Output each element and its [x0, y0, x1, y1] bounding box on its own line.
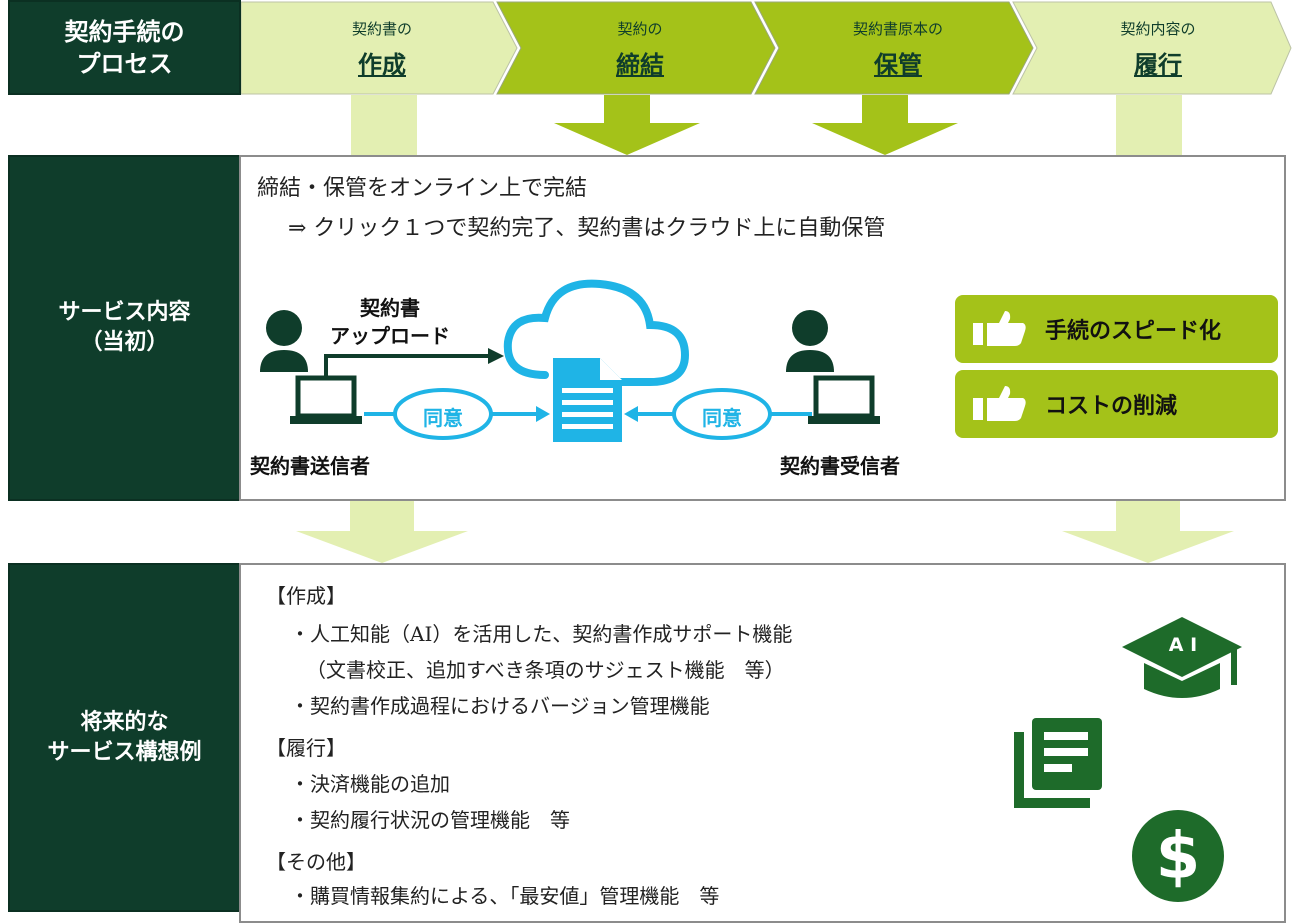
step-store: 契約書原本の 保管: [778, 18, 1018, 82]
step-perform: 契約内容の 履行: [1038, 18, 1278, 82]
benefit-cost: コストの削減: [955, 370, 1278, 438]
service-diagram: [260, 279, 880, 442]
upload-label: 契約書 アップロード: [330, 296, 450, 348]
receiver-label: 契約書受信者: [780, 454, 900, 478]
service-line2: ⇒ クリック１つで契約完了、契約書はクラウド上に自動保管: [288, 216, 886, 241]
agree-right-badge: [672, 388, 772, 440]
upload-arrow: [324, 354, 488, 378]
svg-text:$: $: [1156, 820, 1201, 894]
future-header: 将来的な サービス構想例: [8, 563, 241, 912]
thumbs-up-icon: [973, 311, 1026, 346]
step-conclude: 契約の 締結: [520, 18, 760, 82]
service-header: サービス内容 （当初）: [8, 155, 241, 501]
future-create-head: 【作成】: [266, 584, 346, 608]
benefit-speed: 手続のスピード化: [955, 295, 1278, 363]
step-create-large: 作成: [358, 51, 406, 79]
agree-right-text: 同意: [702, 406, 742, 430]
thumbs-up-icon: [973, 386, 1026, 421]
step-create: 契約書の 作成: [262, 18, 502, 82]
agree-left-badge: [393, 388, 493, 440]
step-store-small: 契約書原本の: [852, 20, 943, 38]
step-perform-chevron: [1012, 1, 1292, 95]
future-create-1: ・人工知能（AI）を活用した、契約書作成サポート機能: [290, 622, 793, 646]
connectors-bottom: [296, 501, 1234, 563]
future-perform-1: ・決済機能の追加: [290, 772, 450, 796]
step-conclude-small: 契約の: [617, 20, 663, 38]
dollar-coin-icon: $: [1132, 810, 1224, 902]
future-create-3: ・契約書作成過程におけるバージョン管理機能: [290, 694, 710, 718]
receiver-person-icon: [786, 310, 834, 372]
future-other-1: ・購買情報集約による、「最安値」管理機能 等: [290, 884, 720, 908]
cloud-icon: [503, 279, 690, 386]
step-create-small: 契約書の: [351, 20, 412, 38]
connectors-top: [351, 95, 1182, 157]
benefit-cost-text: コストの削減: [1045, 394, 1178, 419]
future-perform-2: ・契約履行状況の管理機能 等: [290, 808, 570, 832]
down-arrow-perform: [1062, 501, 1234, 563]
ai-icon-text: A I: [1168, 634, 1198, 656]
future-header-text: 将来的な サービス構想例: [47, 709, 202, 765]
ai-graduation-cap-icon: [1122, 617, 1242, 698]
step-perform-large: 履行: [1134, 51, 1182, 79]
sender-label: 契約書送信者: [250, 454, 370, 478]
down-arrow-conclude: [554, 95, 700, 155]
step-store-large: 保管: [874, 51, 922, 79]
step-store-chevron: [754, 1, 1034, 95]
down-arrow-store: [812, 95, 958, 155]
service-line1: 締結・保管をオンライン上で完結: [257, 176, 588, 201]
step-conclude-chevron: [496, 1, 776, 95]
process-header: 契約手続の プロセス: [8, 0, 241, 95]
sender-laptop-icon: [290, 375, 362, 424]
document-icon: [553, 358, 622, 442]
connector-perform-bar: [1116, 95, 1182, 157]
future-content: [239, 563, 1286, 923]
connector-create-bar: [351, 95, 417, 157]
future-create-2: （文書校正、追加すべき条項のサジェスト機能 等）: [306, 658, 785, 682]
agree-left-text: 同意: [423, 406, 463, 430]
receiver-laptop-icon: [808, 375, 880, 424]
future-other-head: 【その他】: [266, 850, 366, 874]
future-perform-head: 【履行】: [266, 736, 346, 760]
document-list-icon: [1014, 718, 1102, 808]
process-steps: [241, 1, 1292, 95]
step-create-chevron: [241, 1, 518, 95]
step-perform-small: 契約内容の: [1120, 20, 1196, 38]
service-header-text: サービス内容 （当初）: [58, 300, 191, 355]
down-arrow-create: [296, 501, 468, 563]
step-conclude-large: 締結: [616, 51, 664, 79]
process-header-text: 契約手続の プロセス: [64, 17, 185, 78]
benefit-speed-text: 手続のスピード化: [1045, 319, 1222, 344]
sender-person-icon: [260, 310, 308, 372]
